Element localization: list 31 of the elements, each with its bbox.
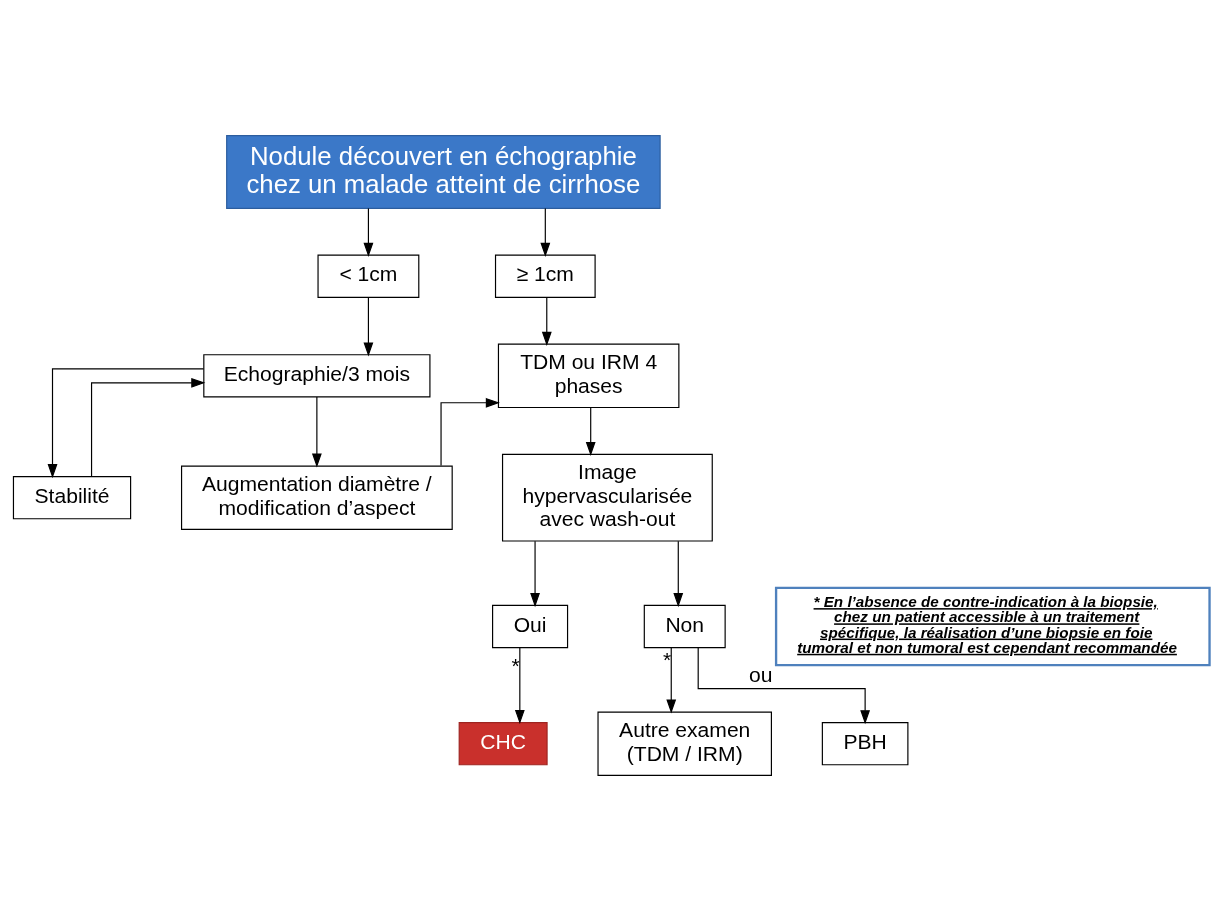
arrow — [90, 377, 206, 477]
node-box: Nodule découvert en échographie chez un malade atteint de cirrhose — [226, 134, 661, 209]
node-box: TDM ou IRM 4 phases — [497, 343, 680, 408]
arrow — [440, 397, 500, 466]
arrow — [514, 646, 525, 724]
edge-label: * — [663, 647, 672, 671]
node-box: CHC — [458, 721, 548, 765]
node-box: Oui — [492, 604, 569, 648]
node-box: Stabilité — [12, 475, 132, 519]
arrow — [311, 396, 322, 467]
arrow — [363, 207, 374, 257]
edge-label: ou — [748, 662, 773, 686]
arrow — [530, 540, 540, 607]
node-box: Autre examen (TDM / IRM) — [597, 710, 772, 776]
edge-label: * — [511, 653, 520, 677]
arrow — [666, 646, 677, 713]
node-box: Echographie/3 mois — [203, 353, 431, 397]
arrow — [363, 296, 374, 357]
node-box: Non — [643, 604, 726, 648]
arrow — [697, 646, 871, 724]
arrow — [541, 296, 552, 346]
arrow — [585, 406, 596, 456]
arrow — [47, 367, 205, 478]
node-box: PBH — [821, 721, 909, 765]
node-box: Augmentation diamètre / modification d’aspect — [181, 464, 453, 530]
node-box: * En l’absence de contre-indication à la biopsie, chez un patient accessible à un traitement spécifique, la réalisation d’une biopsie en foie tumoral et non tumoral est cependant recommandée — [774, 586, 1211, 666]
node-box: < 1cm — [317, 254, 420, 298]
arrow — [540, 207, 551, 257]
node-box: ≥ 1cm — [494, 254, 596, 298]
arrow — [673, 540, 684, 607]
node-box: Image hypervascularisée avec wash-out — [501, 453, 713, 542]
